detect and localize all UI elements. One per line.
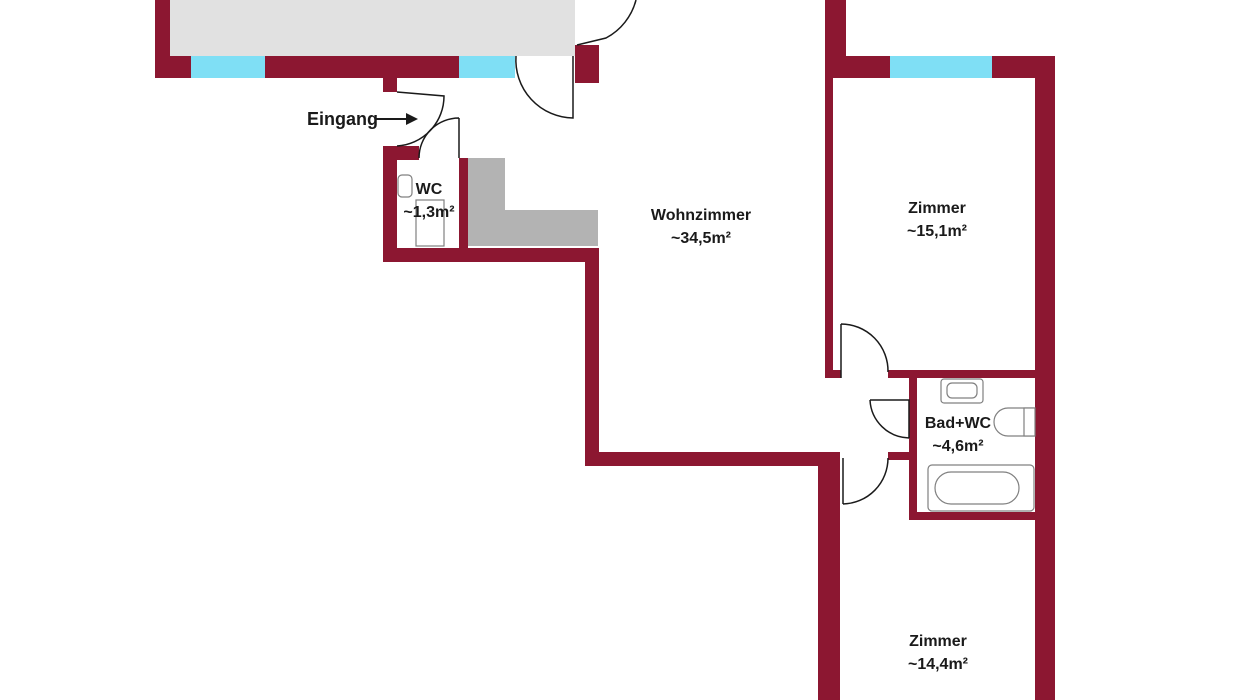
balcony-area (170, 0, 575, 56)
entrance-arrow-icon (376, 113, 418, 125)
room-name-room1: Zimmer (908, 200, 966, 217)
room-name-wc: WC (416, 181, 443, 198)
fixtures (397, 174, 1036, 512)
door-swing-icon (515, 55, 574, 119)
sink-icon (940, 378, 984, 404)
windows (191, 56, 992, 78)
bathtub-icon (927, 464, 1035, 512)
door-swing-icon (418, 117, 460, 159)
door-swing-icon (840, 323, 889, 378)
entrance-label: Eingang (307, 109, 378, 129)
room-name-bath: Bad+WC (925, 415, 992, 432)
room-name-room2: Zimmer (909, 633, 967, 650)
doors (396, 0, 910, 505)
room-area-bath: ~4,6m² (932, 438, 983, 455)
room-area-room2: ~14,4m² (908, 656, 968, 673)
room-area-living: ~34,5m² (671, 230, 731, 247)
window-balcony-left (191, 56, 265, 78)
window-balcony-right (459, 56, 515, 78)
toilet-icon (397, 174, 445, 247)
door-swing-icon (869, 399, 910, 439)
room-area-room1: ~15,1m² (907, 223, 967, 240)
door-swing-icon (842, 457, 889, 505)
window-room1 (890, 56, 992, 78)
room-area-wc: ~1,3m² (403, 204, 454, 221)
walls (155, 0, 1055, 700)
door-swing-icon (576, 0, 637, 46)
kitchen-counter (468, 158, 598, 246)
room-name-living: Wohnzimmer (651, 207, 751, 224)
toilet-icon (993, 407, 1036, 437)
